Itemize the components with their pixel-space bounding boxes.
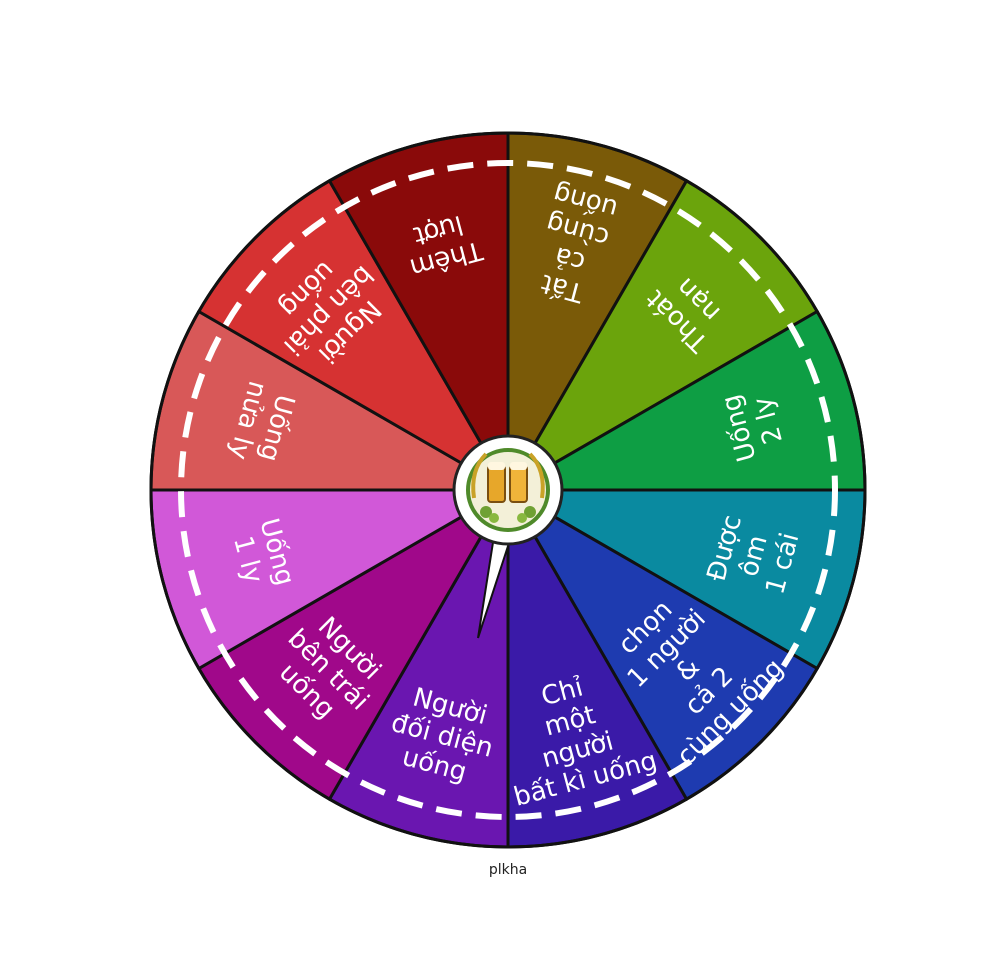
wheel-dashed-ring — [178, 160, 838, 820]
credit-signature: plkha — [489, 862, 527, 878]
wheel-outer-border — [149, 131, 867, 849]
beer-mug-icon[interactable] — [452, 434, 564, 546]
